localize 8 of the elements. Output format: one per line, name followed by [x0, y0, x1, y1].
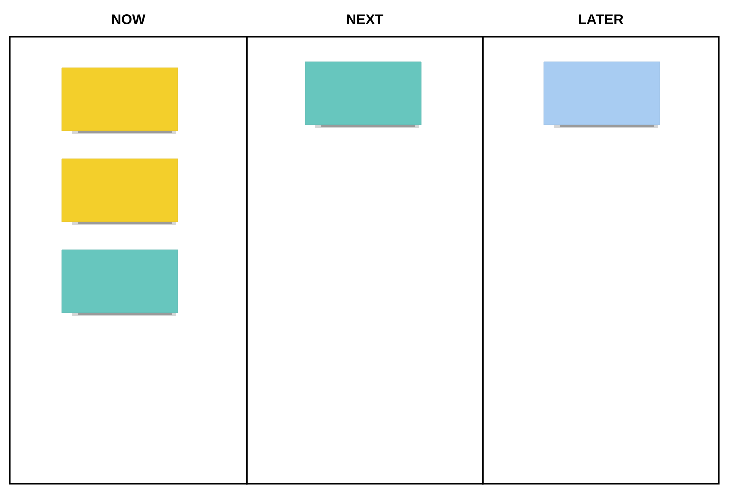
sticky-note [544, 62, 660, 128]
column-heading: NEXT [347, 14, 384, 24]
sticky-note [305, 62, 422, 128]
column-heading: NOW [112, 14, 146, 24]
sticky-note [62, 250, 178, 316]
sticky-note [62, 158, 178, 226]
sticky-note [62, 68, 178, 134]
column-heading: LATER [579, 14, 624, 24]
